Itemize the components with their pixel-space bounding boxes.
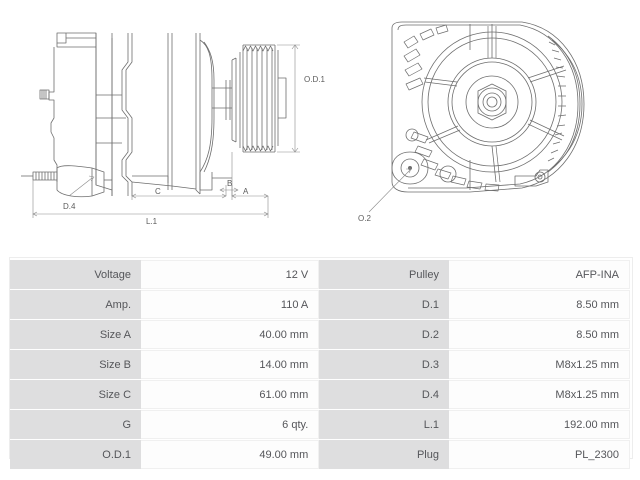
row-value-l1: 192.00 mm <box>449 410 630 439</box>
dim-label-d4: D.4 <box>63 202 76 211</box>
table-row: Size C 61.00 mm D.4 M8x1.25 mm <box>10 380 630 409</box>
row-label-d2: D.2 <box>319 320 449 349</box>
spec-table-body: Voltage 12 V Pulley AFP-INA Amp. 110 A D… <box>10 260 630 469</box>
row-label-d4: D.4 <box>319 380 449 409</box>
row-label-size-b: Size B <box>10 350 142 379</box>
row-value-g: 6 qty. <box>141 410 320 439</box>
row-label-pulley: Pulley <box>319 260 449 289</box>
row-label-size-c: Size C <box>10 380 142 409</box>
dim-label-l1: L.1 <box>146 217 158 226</box>
row-value-size-b: 14.00 mm <box>141 350 320 379</box>
dim-label-b: B <box>227 179 232 188</box>
row-value-pulley: AFP-INA <box>449 260 630 289</box>
row-label-voltage: Voltage <box>10 260 142 289</box>
row-label-d3: D.3 <box>319 350 449 379</box>
technical-drawings: O.D.1 D.4 C B A L.1 O.2 <box>21 21 585 226</box>
table-row: Voltage 12 V Pulley AFP-INA <box>10 260 630 289</box>
dim-label-od1: O.D.1 <box>304 75 325 84</box>
row-label-g: G <box>10 410 142 439</box>
front-view-group <box>391 21 585 193</box>
table-row: G 6 qty. L.1 192.00 mm <box>10 410 630 439</box>
row-label-d1: D.1 <box>319 290 449 319</box>
row-label-od1: O.D.1 <box>10 440 142 469</box>
row-label-size-a: Size A <box>10 320 142 349</box>
table-row: Size B 14.00 mm D.3 M8x1.25 mm <box>10 350 630 379</box>
row-value-voltage: 12 V <box>141 260 320 289</box>
row-value-size-c: 61.00 mm <box>141 380 320 409</box>
table-row: O.D.1 49.00 mm Plug PL_2300 <box>10 440 630 469</box>
row-value-plug: PL_2300 <box>449 440 630 469</box>
row-value-d3: M8x1.25 mm <box>449 350 630 379</box>
row-value-od1: 49.00 mm <box>141 440 320 469</box>
row-value-d2: 8.50 mm <box>449 320 630 349</box>
drawings-svg: O.D.1 D.4 C B A L.1 O.2 <box>21 21 585 226</box>
row-value-size-a: 40.00 mm <box>141 320 320 349</box>
specification-table: Voltage 12 V Pulley AFP-INA Amp. 110 A D… <box>10 259 630 470</box>
dim-label-c: C <box>155 187 161 196</box>
side-view-group <box>21 32 287 198</box>
row-label-l1: L.1 <box>319 410 449 439</box>
dimension-lines <box>32 44 412 218</box>
table-row: Size A 40.00 mm D.2 8.50 mm <box>10 320 630 349</box>
dim-label-d2: O.2 <box>358 214 371 223</box>
table-row: Amp. 110 A D.1 8.50 mm <box>10 290 630 319</box>
dim-label-a: A <box>243 187 249 196</box>
row-value-d1: 8.50 mm <box>449 290 630 319</box>
row-label-plug: Plug <box>319 440 449 469</box>
row-value-d4: M8x1.25 mm <box>449 380 630 409</box>
row-label-amp: Amp. <box>10 290 142 319</box>
row-value-amp: 110 A <box>141 290 320 319</box>
